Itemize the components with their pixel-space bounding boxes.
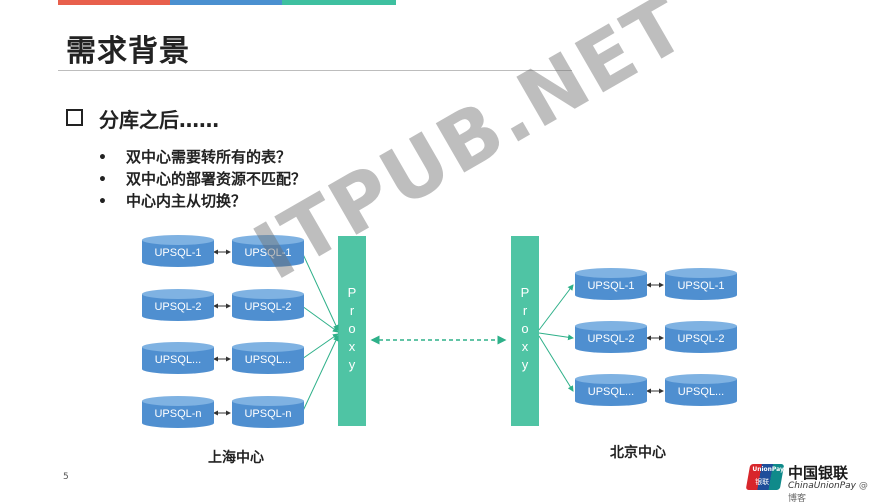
right-proxy-letter: y	[522, 357, 529, 372]
database-cylinder: UPSQL-2	[142, 289, 214, 321]
accent-bar-blue	[170, 0, 282, 5]
proxy-link	[538, 332, 574, 341]
database-cylinder: UPSQL-1	[665, 268, 737, 300]
svg-text:UPSQL-1: UPSQL-1	[587, 280, 634, 292]
svg-text:UPSQL...: UPSQL...	[588, 386, 634, 398]
database-cylinder: UPSQL...	[665, 374, 737, 406]
left-proxy	[338, 236, 366, 426]
right-proxy	[511, 236, 539, 426]
svg-text:UPSQL-2: UPSQL-2	[244, 301, 291, 313]
section-heading-text: 分库之后……	[99, 108, 219, 132]
svg-text:UPSQL-2: UPSQL-2	[587, 333, 634, 345]
svg-text:UPSQL-n: UPSQL-n	[154, 408, 201, 420]
database-cylinder: UPSQL...	[232, 342, 304, 374]
svg-text:UPSQL-2: UPSQL-2	[154, 301, 201, 313]
proxy-link	[538, 335, 574, 392]
right-proxy-letter: r	[523, 303, 528, 318]
proxy-link	[301, 251, 339, 331]
left-proxy-letter: y	[349, 357, 356, 372]
svg-text:UPSQL-1: UPSQL-1	[154, 247, 201, 259]
svg-text:UPSQL...: UPSQL...	[155, 354, 201, 366]
bullet-dot-icon: •	[98, 194, 107, 210]
proxy-link	[538, 284, 574, 331]
hollow-square-bullet-icon	[66, 109, 83, 126]
svg-text:UPSQL-1: UPSQL-1	[244, 247, 291, 259]
svg-text:UPSQL...: UPSQL...	[245, 354, 291, 366]
svg-text:UPSQL-n: UPSQL-n	[244, 408, 291, 420]
left-proxy-letter: x	[349, 339, 356, 354]
right-proxy-letter: x	[522, 339, 529, 354]
unionpay-badge-icon: UnionPay 银联	[745, 464, 785, 490]
database-cylinder: UPSQL-2	[665, 321, 737, 353]
database-cylinder: UPSQL-2	[575, 321, 647, 353]
unionpay-logo: UnionPay 银联 中国银联 ChinaUnionPay @博客	[745, 462, 868, 504]
right-proxy-letter: P	[521, 285, 530, 300]
section-heading: 分库之后……	[66, 104, 219, 133]
proxy-link	[301, 305, 339, 333]
database-cylinder: UPSQL-n	[232, 396, 304, 428]
proxy-link	[301, 333, 339, 360]
logo-name-en: ChinaUnionPay @博客	[788, 481, 868, 504]
left-proxy-letter: o	[348, 321, 355, 336]
database-cylinder: UPSQL-2	[232, 289, 304, 321]
svg-text:UPSQL-2: UPSQL-2	[677, 333, 724, 345]
list-item: •双中心的部署资源不匹配？	[98, 168, 306, 190]
bullet-dot-icon: •	[98, 150, 107, 166]
list-item: •中心内主从切换？	[98, 190, 306, 212]
list-item: •双中心需要转所有的表？	[98, 146, 306, 168]
bullet-list: •双中心需要转所有的表？ •双中心的部署资源不匹配？ •中心内主从切换？	[98, 146, 306, 212]
database-cylinder: UPSQL-1	[232, 235, 304, 267]
database-cylinder: UPSQL-1	[575, 268, 647, 300]
left-proxy-letter: r	[350, 303, 355, 318]
right-proxy-letter: o	[521, 321, 528, 336]
database-cylinder: UPSQL...	[142, 342, 214, 374]
beijing-center-label: 北京中心	[610, 444, 666, 461]
title-divider	[58, 70, 572, 71]
page-number: 5	[63, 472, 69, 482]
left-proxy-letter: P	[348, 285, 357, 300]
slide-title: 需求背景	[66, 34, 190, 69]
svg-text:UPSQL-1: UPSQL-1	[677, 280, 724, 292]
svg-text:UPSQL...: UPSQL...	[678, 386, 724, 398]
proxy-link	[301, 335, 339, 414]
accent-bar-teal	[282, 0, 396, 5]
shanghai-center-label: 上海中心	[208, 449, 264, 466]
database-cylinder: UPSQL-1	[142, 235, 214, 267]
accent-bar-red	[58, 0, 170, 5]
logo-name-cn: 中国银联	[788, 464, 849, 482]
database-cylinder: UPSQL...	[575, 374, 647, 406]
bullet-dot-icon: •	[98, 172, 107, 188]
database-cylinder: UPSQL-n	[142, 396, 214, 428]
